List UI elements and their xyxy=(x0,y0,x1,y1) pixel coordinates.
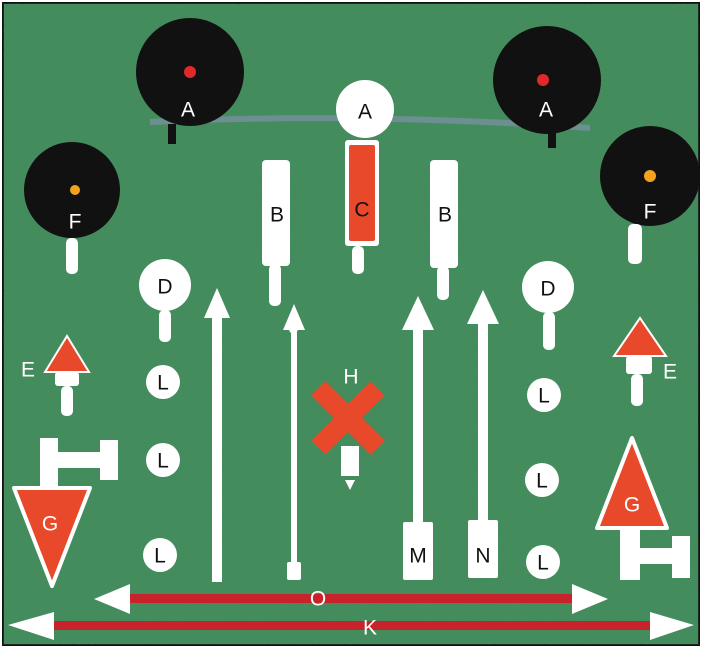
cable-post-left xyxy=(168,124,176,144)
label-f-right: F xyxy=(644,201,657,224)
label-l-right-2: L xyxy=(536,470,548,493)
label-e-left: E xyxy=(21,359,35,382)
arrow-n xyxy=(467,290,499,578)
label-e-right: E xyxy=(663,361,677,384)
label-l-left-3: L xyxy=(154,545,166,568)
label-d-right: D xyxy=(540,278,555,301)
signal-a-center xyxy=(336,80,394,138)
label-f-left: F xyxy=(69,211,82,234)
label-m: M xyxy=(409,545,427,568)
label-g-left: G xyxy=(42,513,58,536)
cable-post-right xyxy=(548,128,556,148)
arrow-j xyxy=(283,304,305,580)
label-c: C xyxy=(354,199,369,222)
signal-a-right xyxy=(493,26,601,134)
arrow-i xyxy=(204,288,230,582)
bar-k xyxy=(8,612,694,640)
label-d-left: D xyxy=(157,276,172,299)
signal-l-left-2 xyxy=(146,443,180,477)
label-k: K xyxy=(363,617,377,640)
signal-f-right xyxy=(600,126,700,264)
arrow-m xyxy=(402,296,434,580)
signal-g-left xyxy=(12,438,118,588)
signal-b-right xyxy=(430,160,458,300)
signal-e-left xyxy=(43,334,91,416)
label-j: J xyxy=(289,316,300,339)
signal-l-right-2 xyxy=(525,463,559,497)
label-a-right: A xyxy=(539,99,553,122)
label-l-right-1: L xyxy=(538,385,550,408)
signal-f-left xyxy=(24,142,120,274)
signal-l-right-3 xyxy=(526,545,560,579)
signal-h xyxy=(311,381,385,490)
signal-e-right xyxy=(612,316,668,406)
signal-l-right-1 xyxy=(527,378,561,412)
label-i: I xyxy=(215,301,221,324)
label-b-right: B xyxy=(438,204,452,227)
signal-d-right xyxy=(522,261,574,350)
signal-a-left xyxy=(136,18,244,126)
signal-c xyxy=(345,140,379,274)
label-l-right-3: L xyxy=(537,552,549,575)
signal-g-right xyxy=(595,436,690,580)
label-a-center: A xyxy=(358,101,372,124)
label-n: N xyxy=(475,545,490,568)
label-l-left-2: L xyxy=(157,450,169,473)
label-h: H xyxy=(343,366,358,389)
signal-l-left-1 xyxy=(146,365,180,399)
label-g-right: G xyxy=(624,494,640,517)
signal-l-left-3 xyxy=(143,538,177,572)
signal-b-left xyxy=(262,160,290,306)
label-o: O xyxy=(310,588,326,611)
bar-o xyxy=(94,584,608,614)
label-l-left-1: L xyxy=(157,372,169,395)
label-b-left: B xyxy=(270,204,284,227)
signal-d-left xyxy=(139,259,191,342)
label-a-left: A xyxy=(181,99,195,122)
